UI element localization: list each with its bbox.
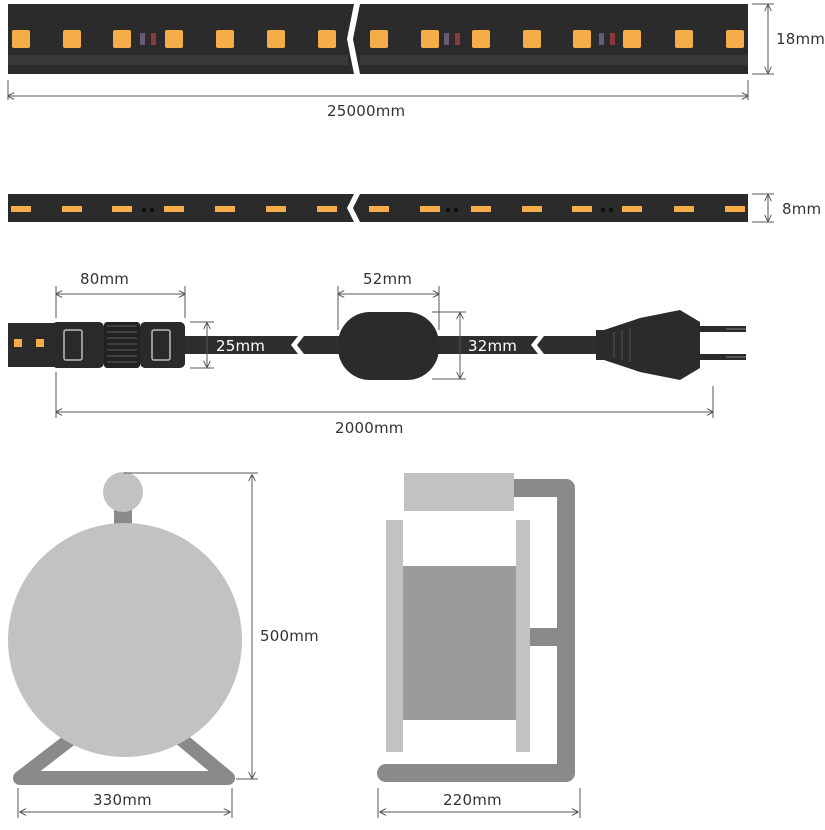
resistor: [140, 33, 145, 45]
reel-handle-grip: [404, 473, 514, 511]
connector-width-label: 80mm: [80, 270, 130, 288]
waterproof-connector: [52, 322, 185, 368]
led-chip-side: [317, 206, 337, 212]
led-chip-side: [215, 206, 235, 212]
cable-assembly: [8, 310, 746, 380]
strip-height-label: 18mm: [776, 30, 825, 48]
led-chip-side: [420, 206, 440, 212]
led-chip-side: [164, 206, 184, 212]
led-chip: [267, 30, 285, 48]
reel-flange-left: [386, 520, 403, 752]
reel-flange-right: [516, 520, 530, 752]
led-chip-side: [622, 206, 642, 212]
component-dot: [150, 208, 154, 212]
led-chip: [216, 30, 234, 48]
reel-handle-knob: [103, 472, 143, 512]
power-plug: [596, 310, 746, 380]
led-chip-side: [674, 206, 694, 212]
reel-drum-side: [403, 566, 519, 720]
led-strip-top-view: [8, 4, 748, 74]
cable-length-label: 2000mm: [335, 419, 404, 437]
reel-depth-label: 220mm: [443, 791, 502, 809]
led-chip: [523, 30, 541, 48]
inline-controller: [338, 312, 439, 380]
component-dot: [446, 208, 450, 212]
led-chip: [472, 30, 490, 48]
led-chip: [318, 30, 336, 48]
led-chip: [63, 30, 81, 48]
led-chip-side: [112, 206, 132, 212]
led-chip-side: [266, 206, 286, 212]
led-chip: [726, 30, 744, 48]
cable-reel-side-view: [377, 473, 575, 782]
led-chip: [165, 30, 183, 48]
component-dot: [142, 208, 146, 212]
controller-height-label: 32mm: [468, 337, 518, 355]
component-dot: [601, 208, 605, 212]
connector-height-label: 25mm: [216, 337, 266, 355]
led-chip-side: [572, 206, 592, 212]
component-dot: [454, 208, 458, 212]
resistor: [444, 33, 449, 45]
led-strip-side-view: [8, 194, 748, 222]
led-chip-side: [11, 206, 31, 212]
led-chip: [675, 30, 693, 48]
led-chip: [421, 30, 439, 48]
led-chip-side: [725, 206, 745, 212]
cable-reel-front-view: [8, 472, 242, 785]
led-chip: [12, 30, 30, 48]
led-chip: [113, 30, 131, 48]
resistor: [151, 33, 156, 45]
resistor: [610, 33, 615, 45]
led-chip-side: [369, 206, 389, 212]
strip-length-label: 25000mm: [327, 102, 406, 120]
led-chip-side: [62, 206, 82, 212]
led-chip-side: [522, 206, 542, 212]
resistor: [455, 33, 460, 45]
strip-side-height-label: 8mm: [782, 200, 822, 218]
led-chip: [623, 30, 641, 48]
resistor: [599, 33, 604, 45]
led-chip: [573, 30, 591, 48]
controller-width-label: 52mm: [363, 270, 413, 288]
led-chip: [370, 30, 388, 48]
reel-drum-front: [8, 523, 242, 757]
led-chip-side: [471, 206, 491, 212]
component-dot: [609, 208, 613, 212]
reel-width-label: 330mm: [93, 791, 152, 809]
reel-height-label: 500mm: [260, 627, 319, 645]
